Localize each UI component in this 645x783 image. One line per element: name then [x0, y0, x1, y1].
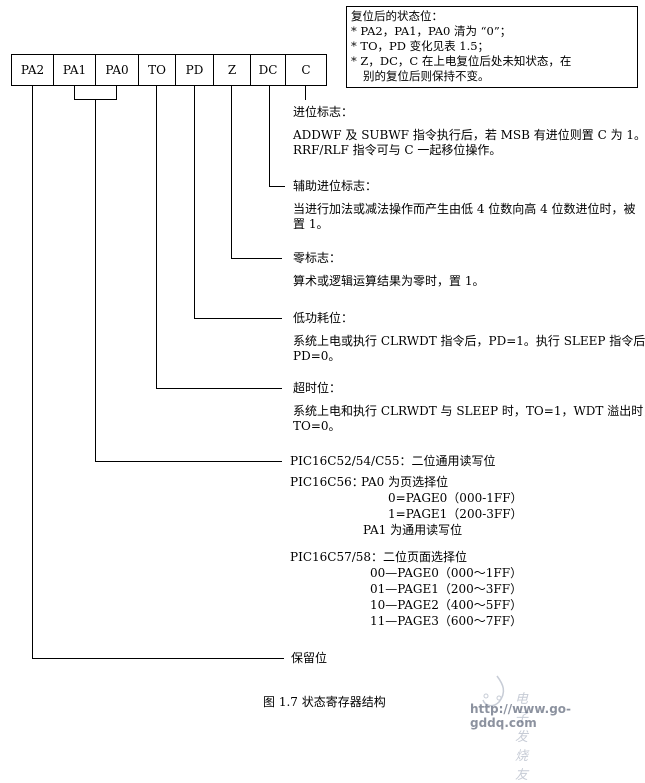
connector-pd-v: [194, 86, 195, 318]
bit-pa2: PA2: [12, 55, 54, 85]
to-bit-desc: 系统上电和执行 CLRWDT 与 SLEEP 时，TO=1，WDT 溢出时，: [293, 404, 645, 418]
pic16c56-line: PA1 为通用读写位: [363, 523, 463, 537]
pic16c57-line: 10—PAGE2（400～5FF）: [370, 598, 523, 612]
note-line: * Z，DC，C 在上电复位后处未知状态，在: [351, 54, 572, 68]
dc-flag-desc: 置 1。: [293, 217, 329, 231]
figure-caption: 图 1.7 状态寄存器结构: [263, 695, 386, 709]
bit-pd: PD: [176, 55, 214, 85]
dc-flag-desc: 当进行加法或减法操作而产生由低 4 位数向高 4 位数进位时，被: [293, 202, 636, 216]
connector-c: [305, 86, 306, 100]
z-flag-title: 零标志：: [293, 251, 342, 265]
c-flag-desc: RRF/RLF 指令可与 C 一起移位操作。: [293, 143, 502, 157]
pic16c57-label: PIC16C57/58：二位页面选择位: [290, 550, 468, 564]
connector-dc-v: [269, 86, 270, 186]
connector-to-v: [156, 86, 157, 388]
pic16c57-line: 00—PAGE0（000～1FF）: [370, 566, 523, 580]
note-line: * TO，PD 变化见表 1.5；: [351, 39, 490, 53]
connector-z-h: [231, 258, 282, 259]
note-line: 别的复位后则保持不变。: [363, 69, 490, 83]
note-title: 复位后的状态位：: [351, 9, 443, 23]
bit-z: Z: [214, 55, 251, 85]
connector-pa2-h: [32, 658, 284, 659]
c-flag-title: 进位标志：: [293, 105, 354, 119]
bit-c: C: [301, 63, 311, 77]
pd-bit-title: 低功耗位：: [293, 311, 354, 325]
connector-pa-v: [95, 99, 96, 461]
pic16c57-line: 11—PAGE3（600～7FF）: [370, 614, 523, 628]
bit-to: TO: [139, 55, 176, 85]
connector-pd-h: [194, 318, 282, 319]
to-bit-desc: TO=0。: [293, 419, 341, 433]
connector-dc-h: [269, 186, 285, 187]
to-bit-title: 超时位：: [293, 381, 342, 395]
dc-flag-title: 辅助进位标志：: [293, 179, 378, 193]
note-line: * PA2，PA1，PA0 清为 “0”；: [351, 24, 512, 38]
pd-bit-desc: 系统上电或执行 CLRWDT 指令后，PD=1。执行 SLEEP 指令后，: [293, 334, 645, 348]
pd-bit-desc: PD=0。: [293, 349, 341, 363]
connector-pa1-stub: [74, 86, 75, 99]
pic16c57-line: 01—PAGE1（200～3FF）: [370, 582, 523, 596]
pic16c56-line: 1=PAGE1（200-3FF）: [388, 507, 523, 521]
bit-pa1: PA1: [54, 55, 96, 85]
connector-pa-h: [95, 461, 282, 462]
pa-bits-title: PIC16C52/54/C55：二位通用读写位: [290, 454, 496, 468]
pic16c56-label: PIC16C56：: [290, 475, 364, 489]
pic16c56-line: 0=PAGE0（000-1FF）: [388, 491, 523, 505]
z-flag-desc: 算术或逻辑运算结果为零时，置 1。: [293, 274, 485, 288]
status-register: PA2 PA1 PA0 TO PD Z DC C: [11, 54, 327, 86]
connector-pa0-stub: [116, 86, 117, 99]
connector-pa2-v: [32, 86, 33, 658]
watermark-logo-icon: [482, 675, 505, 707]
pic16c56-line: PA0 为页选择位: [361, 475, 449, 489]
connector-to-h: [156, 388, 282, 389]
bit-dc: DC: [251, 55, 286, 85]
reset-state-note-box: 复位后的状态位： * PA2，PA1，PA0 清为 “0”； * TO，PD 变…: [346, 6, 638, 88]
bit-pa0: PA0: [96, 55, 139, 85]
connector-z-v: [231, 86, 232, 258]
pa2-reserved-label: 保留位: [291, 651, 328, 665]
c-flag-desc: ADDWF 及 SUBWF 指令执行后，若 MSB 有进位则置 C 为 1。: [293, 128, 645, 142]
watermark-url: http://www.go-gddq.com: [470, 702, 572, 730]
